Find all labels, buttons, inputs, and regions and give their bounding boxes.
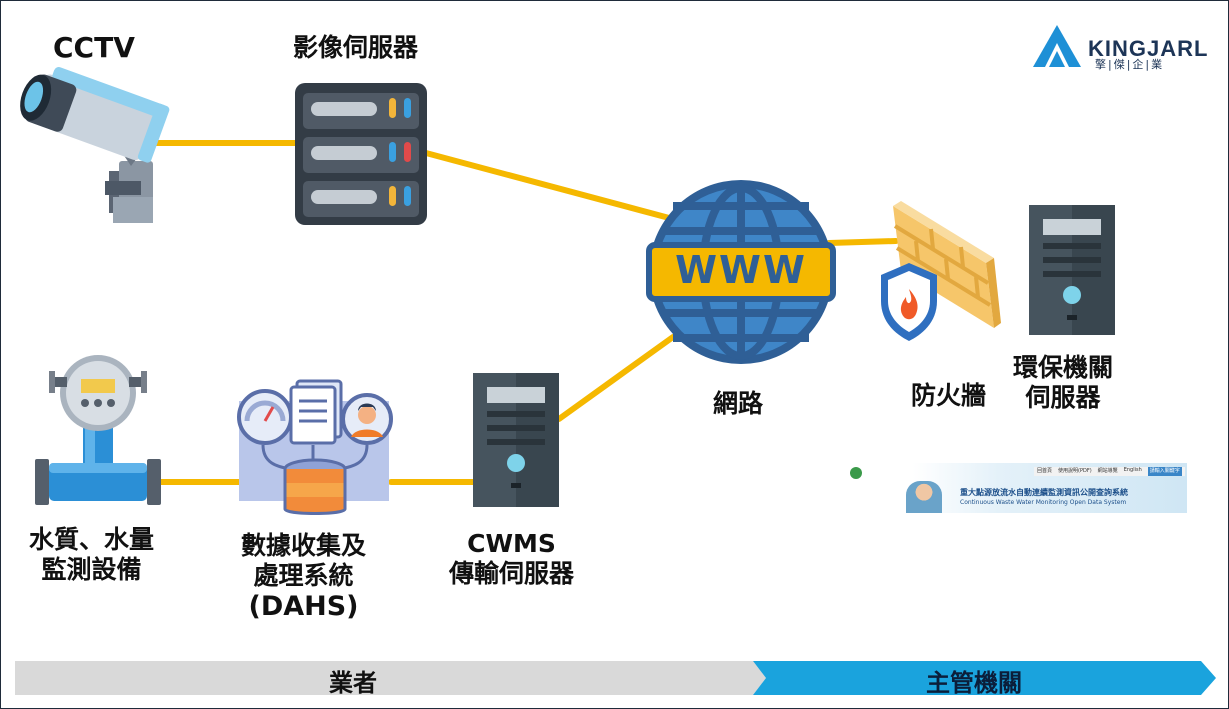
cwms-label-line1: CWMS	[467, 529, 556, 558]
dahs-label-line1: 數據收集及	[241, 531, 367, 560]
meter-label: 水質、水量 監測設備	[29, 525, 154, 585]
brand-subtitle: 擎|傑|企|業	[1095, 58, 1165, 71]
thumb-nav: 回首頁 使用說明(PDF) 網站導覽 English 請輸入關鍵字	[1034, 467, 1185, 476]
epa-server-label: 環保機關 伺服器	[1013, 353, 1113, 413]
dahs-label: 數據收集及 處理系統 (DAHS)	[241, 531, 366, 623]
footer-bar-left	[15, 661, 766, 695]
dahs-label-line3: (DAHS)	[248, 591, 359, 622]
website-thumbnail: 回首頁 使用說明(PDF) 網站導覽 English 請輸入關鍵字 重大點源放流…	[844, 463, 1187, 513]
thumb-nav-item: 使用說明(PDF)	[1058, 468, 1092, 474]
globe-www-text: WWW	[675, 248, 807, 292]
thumb-search-box: 請輸入關鍵字	[1147, 467, 1182, 476]
cctv-label: CCTV	[53, 31, 135, 64]
footer-left-label: 業者	[329, 669, 377, 697]
thumb-nav-item: 回首頁	[1037, 468, 1053, 474]
video-server-label: 影像伺服器	[293, 33, 419, 62]
cwms-label-line2: 傳輸伺服器	[449, 559, 575, 588]
thumb-subtitle: Continuous Waste Water Monitoring Open D…	[960, 499, 1127, 506]
brand-name: KINGJARL	[1088, 36, 1209, 61]
link-cwms-network	[556, 334, 676, 422]
epa-logo-icon	[850, 467, 862, 479]
meter-label-line1: 水質、水量	[29, 525, 155, 554]
meter-label-line2: 監測設備	[41, 555, 142, 584]
cwms-label: CWMS 傳輸伺服器	[449, 529, 574, 589]
link-network-firewall	[826, 238, 899, 246]
thumb-nav-item: English	[1123, 467, 1142, 473]
dahs-label-line2: 處理系統	[253, 561, 354, 590]
footer-right-label: 主管機關	[926, 669, 1022, 697]
epa-server-label-line2: 伺服器	[1025, 383, 1101, 412]
thumb-child-image	[906, 481, 942, 513]
firewall-label: 防火牆	[911, 381, 987, 410]
link-server-network	[423, 150, 676, 222]
thumb-title: 重大點源放流水自動連續監測資訊公開查詢系統	[960, 488, 1128, 497]
epa-server-label-line1: 環保機關	[1013, 353, 1114, 382]
network-label: 網路	[713, 389, 764, 418]
footer-bar-right	[753, 661, 1216, 695]
thumb-nav-item: 網站導覽	[1097, 468, 1118, 474]
